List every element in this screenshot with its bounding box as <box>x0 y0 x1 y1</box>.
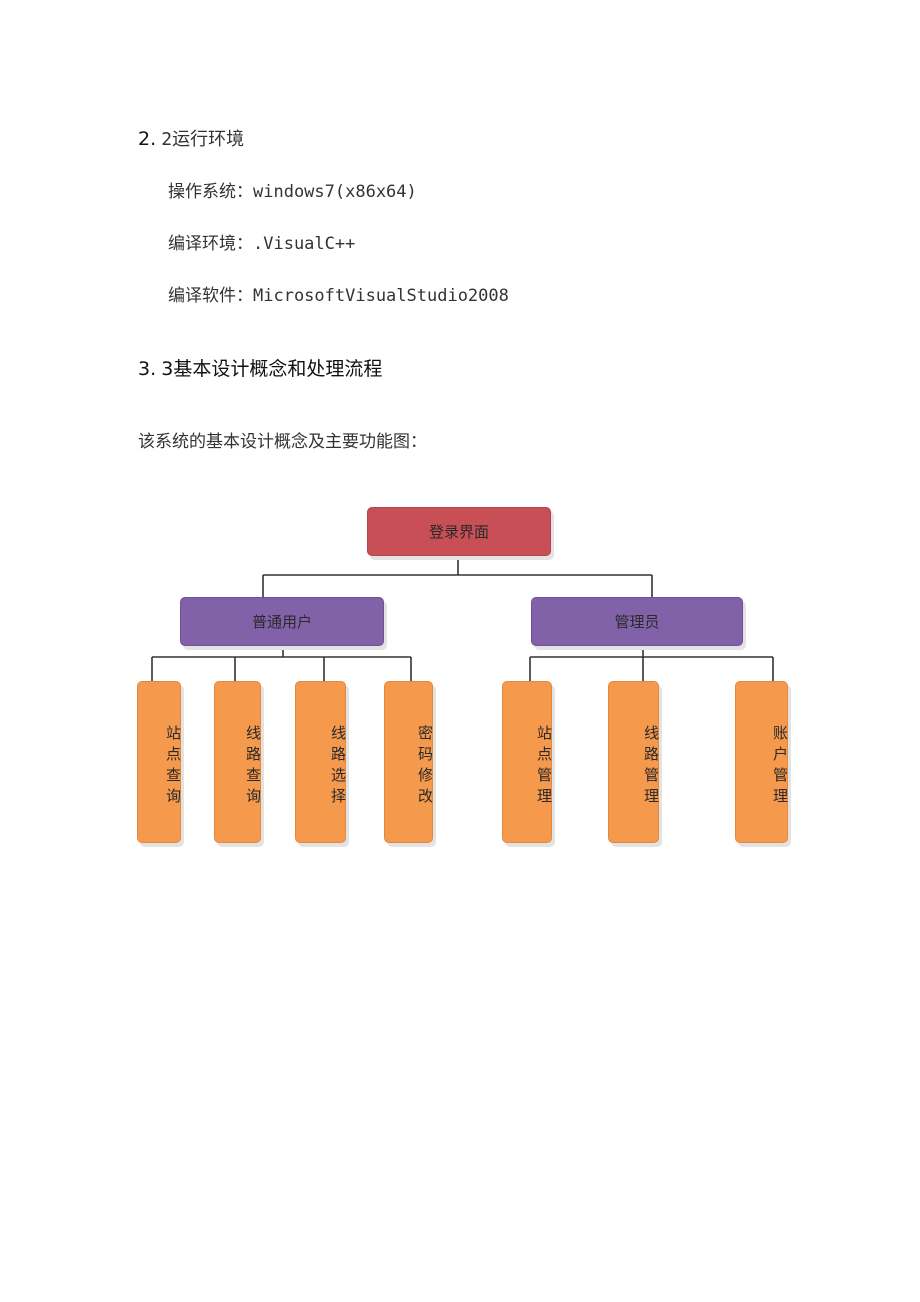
section-3-3-number: 3. <box>138 358 157 380</box>
leaf-station-query: 站点查询 <box>137 681 182 843</box>
section-2-2-number: 2. <box>138 128 157 150</box>
os-line: 操作系统：windows7(x86x64) <box>168 182 417 202</box>
section-3-3-heading: 3. 3基本设计概念和处理流程 <box>138 354 382 381</box>
section-2-2-heading: 2. 2运行环境 <box>138 125 244 151</box>
node-regular-user: 普通用户 <box>180 597 384 646</box>
leaf-line-select: 线路选择 <box>295 681 347 843</box>
node-login-screen: 登录界面 <box>367 507 551 556</box>
leaf-line-manage: 线路管理 <box>608 681 660 843</box>
leaf-password-change: 密码修改 <box>384 681 434 843</box>
leaf-line-query: 线路查询 <box>214 681 262 843</box>
diagram-intro: 该系统的基本设计概念及主要功能图： <box>138 432 427 452</box>
section-2-2-title: 2运行环境 <box>161 129 245 150</box>
leaf-station-manage: 站点管理 <box>502 681 553 843</box>
node-administrator: 管理员 <box>531 597 743 646</box>
compile-software-line: 编译软件：MicrosoftVisualStudio2008 <box>168 286 509 306</box>
compile-env-line: 编译环境：.VisualC++ <box>168 234 356 254</box>
section-3-3-title: 3基本设计概念和处理流程 <box>161 358 383 380</box>
leaf-account-manage: 账户管理 <box>735 681 789 843</box>
